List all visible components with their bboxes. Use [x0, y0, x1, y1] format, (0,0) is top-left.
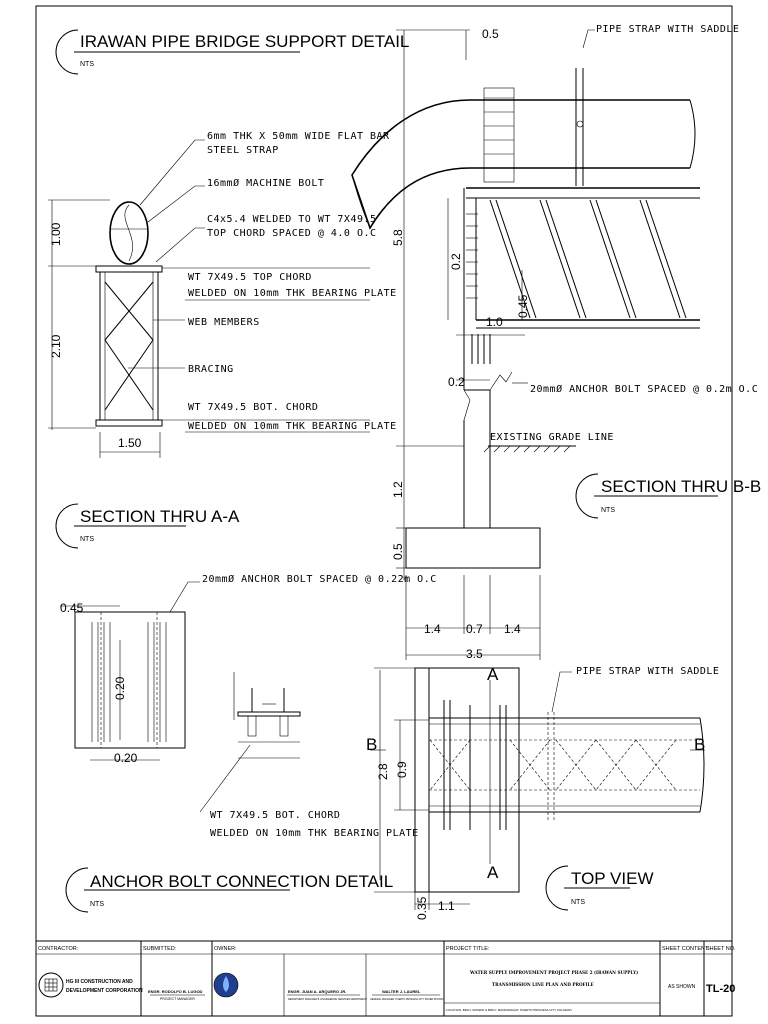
dim-1-00: 1.00 — [49, 222, 63, 246]
tb-project-line-1: WATER SUPPLY IMPROVEMENT PROJECT PHASE 2… — [469, 970, 638, 975]
tb-submitted-name: ENGR. RODOLFO B. LUGOD — [148, 989, 203, 994]
dim-1-0: 1.0 — [486, 315, 503, 329]
pipe-bridge-nts: NTS — [80, 61, 94, 68]
top-view-nts: NTS — [571, 899, 585, 906]
anchor-bolt-section — [199, 672, 301, 813]
section-bb-drawing — [351, 29, 700, 660]
anchor-bolt-title-block: ANCHOR BOLT CONNECTION DETAIL NTS — [65, 867, 393, 913]
pipe-bridge-elevation — [48, 199, 163, 458]
top-view-title-block: TOP VIEW NTS — [545, 865, 654, 911]
dim-2-8: 2.8 — [376, 763, 390, 780]
section-aa-title-block: SECTION THRU A-A NTS — [55, 503, 240, 549]
dim-0-2b: 0.2 — [448, 375, 465, 389]
tb-owner-role-1: DEPARTMENT MANAGER B, ENGINEERING SERVIC… — [288, 998, 367, 1001]
dim-0-9: 0.9 — [395, 761, 409, 778]
tb-owner-name-2: WALTER J. LAUREL — [382, 989, 421, 994]
tb-contractor-line-2: DEVELOPMENT CORPORATION — [66, 988, 143, 994]
dim-1-1: 1.1 — [438, 899, 455, 913]
callout-bot-chord-2: WELDED ON 10mm THK BEARING PLATE — [188, 421, 397, 432]
anchor-bolt-nts: NTS — [90, 901, 104, 908]
dim-0-45b: 0.45 — [60, 601, 84, 615]
tb-sheet-no-header: SHEET NO. — [706, 946, 736, 952]
title-block — [36, 940, 732, 1016]
callout-anchor-detail: 20mmØ ANCHOR BOLT SPACED @ 0.22m O.C — [202, 573, 437, 585]
tb-sheet-no: TL-20 — [706, 983, 735, 995]
pipe-bridge-title: IRAWAN PIPE BRIDGE SUPPORT DETAIL — [80, 32, 409, 51]
sheet-border — [35, 5, 733, 1017]
callout-anchor-bb: 20mmØ ANCHOR BOLT SPACED @ 0.2m O.C — [530, 383, 758, 395]
marker-b-left: B — [366, 735, 377, 754]
tb-submitted-header: SUBMITTED: — [143, 946, 177, 952]
tb-submitted-role: PROJECT MANAGER — [160, 997, 195, 1001]
dim-0-20v: 0.20 — [113, 676, 127, 700]
callout-pipe-strap-1: PIPE STRAP WITH SADDLE — [596, 24, 739, 35]
dim-1-50: 1.50 — [118, 436, 142, 450]
callout-bracing: BRACING — [188, 364, 234, 375]
dim-1-4a: 1.4 — [424, 622, 441, 636]
tb-project-location: LOCATION: BRGY. IRAWAN & BRGY. MANDARAGA… — [446, 1008, 572, 1012]
section-bb-nts: NTS — [601, 507, 615, 514]
tb-project-line-2: TRANSMISSION LINE PLAN AND PROFILE — [492, 982, 594, 987]
callout-c4-2: TOP CHORD SPACED @ 4.0 O.C — [207, 228, 377, 239]
dim-2-10: 2.10 — [49, 334, 63, 358]
dim-0-35: 0.35 — [415, 896, 429, 920]
callout-c4-1: C4x5.4 WELDED TO WT 7X49.5 — [207, 214, 377, 225]
callout-machine-bolt: 16mmØ MACHINE BOLT — [207, 177, 324, 189]
tb-contractor-line-1: HG III CONSTRUCTION AND — [66, 979, 133, 985]
marker-b-right: B — [694, 735, 705, 754]
tb-project-header: PROJECT TITLE: — [446, 946, 490, 952]
callout-bot-chord-4: WELDED ON 10mm THK BEARING PLATE — [210, 828, 419, 839]
dim-1-2: 1.2 — [391, 481, 405, 498]
pipe-bridge-leaders — [128, 139, 370, 433]
callout-bot-chord-3: WT 7X49.5 BOT. CHORD — [210, 810, 340, 821]
dim-0-20h: 0.20 — [114, 751, 138, 765]
contractor-logo — [38, 972, 64, 998]
section-bb-title-block: SECTION THRU B-B NTS — [575, 473, 761, 519]
callout-pipe-strap-2: PIPE STRAP WITH SADDLE — [576, 666, 719, 677]
callout-flat-bar-2: STEEL STRAP — [207, 145, 279, 156]
top-view-drawing — [370, 667, 705, 910]
section-aa-title: SECTION THRU A-A — [80, 507, 240, 526]
tb-sheet-content-header: SHEET CONTENT: — [662, 946, 710, 952]
tb-owner-name-1: ENGR. JUAN A. ARQUERO JR. — [288, 989, 346, 994]
dim-5-8: 5.8 — [391, 229, 405, 246]
callout-web-members: WEB MEMBERS — [188, 317, 260, 328]
top-view-title: TOP VIEW — [571, 869, 654, 888]
marker-a-top: A — [487, 665, 499, 684]
dim-0-2a: 0.2 — [449, 253, 463, 270]
tb-contractor-header: CONTRACTOR: — [38, 946, 79, 952]
dim-0-5-top: 0.5 — [482, 27, 499, 41]
callout-existing-grade: EXISTING GRADE LINE — [490, 432, 614, 443]
callout-bot-chord-1: WT 7X49.5 BOT. CHORD — [188, 402, 318, 413]
callout-top-chord-1: WT 7X49.5 TOP CHORD — [188, 272, 312, 283]
tb-owner-header: OWNER: — [214, 946, 237, 952]
anchor-bolt-title: ANCHOR BOLT CONNECTION DETAIL — [90, 872, 393, 891]
tb-sheet-content: AS SHOWN — [668, 984, 696, 990]
callout-top-chord-2: WELDED ON 10mm THK BEARING PLATE — [188, 288, 397, 299]
dim-0-5-bot: 0.5 — [391, 543, 405, 560]
section-aa-nts: NTS — [80, 536, 94, 543]
dim-3-5: 3.5 — [466, 647, 483, 661]
callout-flat-bar-1: 6mm THK X 50mm WIDE FLAT BAR — [207, 131, 390, 142]
marker-a-bot: A — [487, 863, 499, 882]
tb-owner-role-2: GENERAL MANAGER, PUERTO PRINCESA CITY WA… — [370, 998, 445, 1001]
pipe-bridge-title-block: IRAWAN PIPE BRIDGE SUPPORT DETAIL NTS — [55, 29, 409, 75]
dim-0-45: 0.45 — [516, 294, 530, 318]
section-bb-title: SECTION THRU B-B — [601, 477, 761, 496]
anchor-bolt-plan — [60, 581, 200, 761]
dim-0-7: 0.7 — [466, 622, 483, 636]
dim-1-4b: 1.4 — [504, 622, 521, 636]
